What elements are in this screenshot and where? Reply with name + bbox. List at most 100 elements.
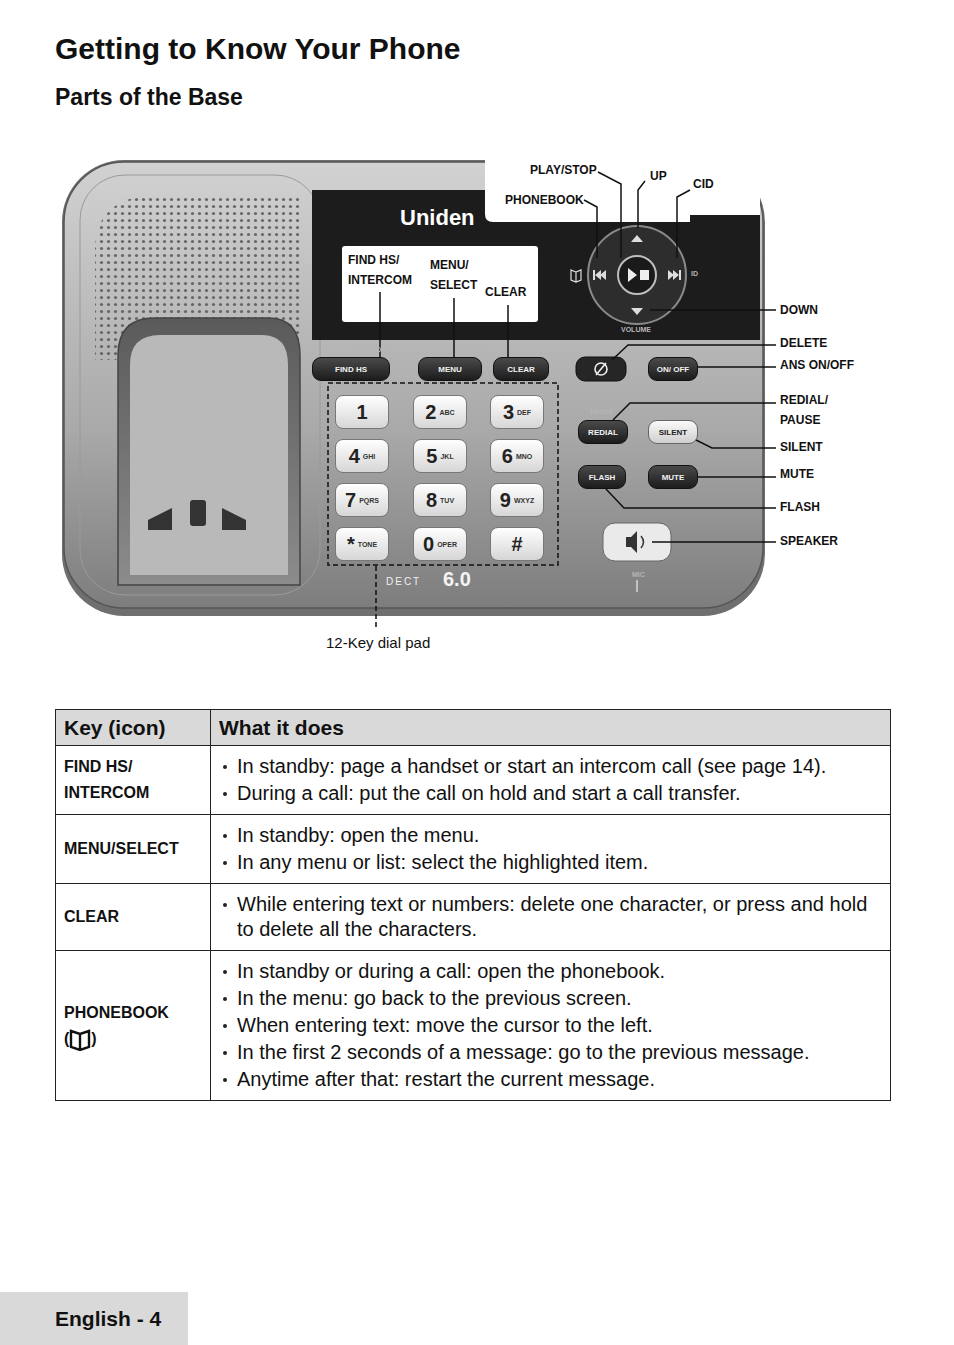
description-cell: In standby: open the menu. In any menu or… xyxy=(211,815,891,884)
description-text: When entering text: move the cursor to t… xyxy=(237,1014,653,1036)
key-cell: FIND HS/ INTERCOM xyxy=(56,746,211,815)
bullet-item: In standby or during a call: open the ph… xyxy=(219,959,882,984)
callout-label: SPEAKER xyxy=(780,531,838,551)
callout-label: DELETE xyxy=(780,333,827,353)
bullet-dot xyxy=(223,834,227,838)
key-digit: 1 xyxy=(356,401,367,424)
bullet-item: When entering text: move the cursor to t… xyxy=(219,1013,882,1038)
callout-label: 12-Key dial pad xyxy=(326,634,430,651)
callout-label: FIND HS/ INTERCOM xyxy=(348,250,424,290)
dial-key: 0OPER xyxy=(413,527,467,561)
callout-label: DOWN xyxy=(780,300,818,320)
key-name: CLEAR xyxy=(64,904,202,930)
key-letters: MNO xyxy=(516,453,532,460)
description-cell: In standby: page a handset or start an i… xyxy=(211,746,891,815)
button-text: REDIAL xyxy=(588,428,618,437)
button-text: FIND HS xyxy=(335,365,367,374)
bullet-dot xyxy=(223,970,227,974)
callout-label: CID xyxy=(693,174,714,194)
dial-key: 1 xyxy=(335,395,389,429)
button-text: MUTE xyxy=(662,473,685,482)
key-letters: GHI xyxy=(363,453,375,460)
key-caption: ID xyxy=(691,270,698,277)
key-name: PHONEBOOK xyxy=(64,1000,202,1026)
key-letters: OPER xyxy=(437,541,457,548)
function-button: FIND HS xyxy=(312,357,390,381)
key-caption: MIC xyxy=(632,571,645,578)
function-button: ON/ OFF xyxy=(648,357,698,381)
dial-key: 9WXYZ xyxy=(490,483,544,517)
callout-label: MUTE xyxy=(780,464,814,484)
description-cell: In standby or during a call: open the ph… xyxy=(211,951,891,1101)
table-header-cell: What it does xyxy=(211,710,891,746)
dial-key: 8TUV xyxy=(413,483,467,517)
description-text: In the first 2 seconds of a message: go … xyxy=(237,1041,810,1063)
header-text: Key (icon) xyxy=(64,716,166,739)
delete-button xyxy=(576,357,626,381)
callout-label: ANS ON/OFF xyxy=(780,355,854,375)
description-cell: While entering text or numbers: delete o… xyxy=(211,884,891,951)
description-text: In standby or during a call: open the ph… xyxy=(237,960,665,982)
key-digit: 7 xyxy=(345,489,356,512)
button-text: English - 4 xyxy=(55,1307,161,1331)
description-text: In standby: open the menu. xyxy=(237,824,479,846)
key-digit: * xyxy=(347,533,355,556)
function-button: CLEAR xyxy=(493,357,549,381)
table-row: MENU/SELECTIn standby: open the menu.In … xyxy=(56,815,891,884)
button-text: ON/ OFF xyxy=(657,365,689,374)
parenthesis: ) xyxy=(91,1030,96,1047)
key-digit: 4 xyxy=(349,445,360,468)
page-footer: English - 4 xyxy=(0,1292,188,1345)
section-heading: Parts of the Base xyxy=(55,84,243,111)
bullet-item: In standby: open the menu. xyxy=(219,823,882,848)
description-text: While entering text or numbers: delete o… xyxy=(237,893,867,940)
bullet-item: While entering text or numbers: delete o… xyxy=(219,892,882,942)
base-body xyxy=(62,160,765,616)
model-mark: 6.0 xyxy=(443,568,471,591)
key-name: MENU/SELECT xyxy=(64,836,202,862)
button-text: FLASH xyxy=(589,473,616,482)
dial-key: 6MNO xyxy=(490,439,544,473)
bullet-item: Anytime after that: restart the current … xyxy=(219,1067,882,1092)
key-caption: VOLUME xyxy=(621,326,651,333)
dial-key: 5JKL xyxy=(413,439,467,473)
callout-label: CLEAR xyxy=(485,282,526,302)
key-letters: TONE xyxy=(358,541,377,548)
bullet-item: In any menu or list: select the highligh… xyxy=(219,850,882,875)
mic-mark xyxy=(636,580,637,592)
bullet-item: In standby: page a handset or start an i… xyxy=(219,754,882,779)
description-text: During a call: put the call on hold and … xyxy=(237,782,741,804)
header-text: What it does xyxy=(219,716,344,739)
table-header-row: Key (icon) What it does xyxy=(56,710,891,746)
bullet-dot xyxy=(223,1051,227,1055)
function-button: MUTE xyxy=(648,465,698,489)
key-letters: PQRS xyxy=(359,497,379,504)
callout-label: PHONEBOOK xyxy=(505,190,584,210)
callout-label: SILENT xyxy=(780,437,823,457)
bullet-dot xyxy=(223,792,227,796)
function-button: REDIAL xyxy=(578,420,628,444)
description-text: In the menu: go back to the previous scr… xyxy=(237,987,632,1009)
callout-label: MENU/ SELECT xyxy=(430,255,490,295)
button-text: MENU xyxy=(438,365,462,374)
key-cell: MENU/SELECT xyxy=(56,815,211,884)
key-icon-line: () xyxy=(64,1026,202,1052)
key-caption: SELECT xyxy=(455,346,483,353)
callout-label: FLASH xyxy=(780,497,820,517)
callout-panel xyxy=(485,158,760,222)
bullet-dot xyxy=(223,997,227,1001)
key-digit: 3 xyxy=(503,401,514,424)
description-text: Anytime after that: restart the current … xyxy=(237,1068,655,1090)
description-text: In standby: page a handset or start an i… xyxy=(237,755,826,777)
function-button: MENU xyxy=(418,357,482,381)
key-digit: 9 xyxy=(500,489,511,512)
dial-key: 7PQRS xyxy=(335,483,389,517)
dial-key: *TONE xyxy=(335,527,389,561)
key-caption: INTERCOM xyxy=(350,346,387,353)
bullet-dot xyxy=(223,861,227,865)
leader-lines xyxy=(380,172,776,542)
bullet-dot xyxy=(223,903,227,907)
bullet-dot xyxy=(223,1078,227,1082)
key-digit: 6 xyxy=(502,445,513,468)
